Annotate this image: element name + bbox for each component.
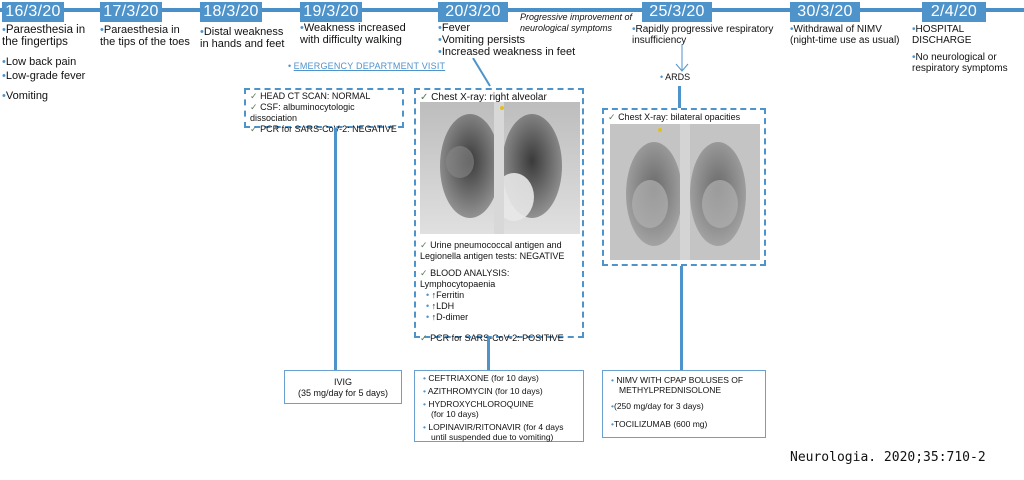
connector-20-3-treatment [487, 338, 490, 370]
connector-25-3 [678, 86, 681, 108]
connector-19-3 [334, 128, 337, 370]
treatment-box-ivig: IVIG (35 mg/day for 5 days) [284, 370, 402, 404]
notes-30-3: •Withdrawal of NIMV (night-time use as u… [790, 24, 900, 46]
date-19-3: 19/3/20 [300, 2, 362, 22]
date-20-3: 20/3/20 [438, 2, 508, 22]
notes-17-3: •Paraesthesia in the tips of the toes [100, 24, 190, 48]
timeline-bar [0, 8, 1024, 12]
date-17-3: 17/3/20 [100, 2, 162, 22]
date-25-3: 25/3/20 [642, 2, 712, 22]
treatment-box-25-3: • NIMV WITH CPAP BOLUSES OF METHYLPREDNI… [602, 370, 766, 438]
connector-25-3-treatment [680, 266, 683, 370]
chest-xray-bilateral-opacities [610, 124, 760, 260]
diagnostics-box-19-3: ✓ HEAD CT SCAN: NORMAL ✓ CSF: albuminocy… [244, 88, 404, 134]
date-2-4: 2/4/20 [922, 2, 986, 22]
notes-16-3: •Paraesthesia in the fingertips •Low bac… [2, 24, 86, 102]
notes-25-3: •Rapidly progressive respiratory insuffi… [632, 24, 774, 46]
connector-20-3 [472, 58, 491, 87]
findings-box-25-3: ✓ Chest X-ray: bilateral opacities [602, 108, 766, 266]
notes-19-3: •Weakness increased with difficulty walk… [300, 22, 406, 46]
ards-label: • ARDS [660, 72, 691, 82]
date-16-3: 16/3/20 [2, 2, 64, 22]
notes-2-4: •HOSPITAL DISCHARGE •No neurological or … [912, 24, 1008, 74]
arrow-down-icon [675, 44, 689, 72]
treatment-box-20-3: • CEFTRIAXONE (for 10 days) • AZITHROMYC… [414, 370, 584, 442]
progressive-improvement-note: Progressive improvement of neurological … [520, 12, 633, 33]
chest-xray-right-infiltrate [420, 102, 580, 234]
emergency-visit-label: • EMERGENCY DEPARTMENT VISIT [288, 61, 446, 71]
lab-results-20-3: ✓ Urine pneumococcal antigen and Legione… [420, 240, 565, 343]
date-30-3: 30/3/20 [790, 2, 860, 22]
notes-20-3: •Fever •Vomiting persists •Increased wea… [438, 22, 576, 58]
notes-18-3: •Distal weakness in hands and feet [200, 26, 285, 50]
date-18-3: 18/3/20 [200, 2, 262, 22]
citation: Neurologia. 2020;35:710-2 [790, 450, 986, 465]
